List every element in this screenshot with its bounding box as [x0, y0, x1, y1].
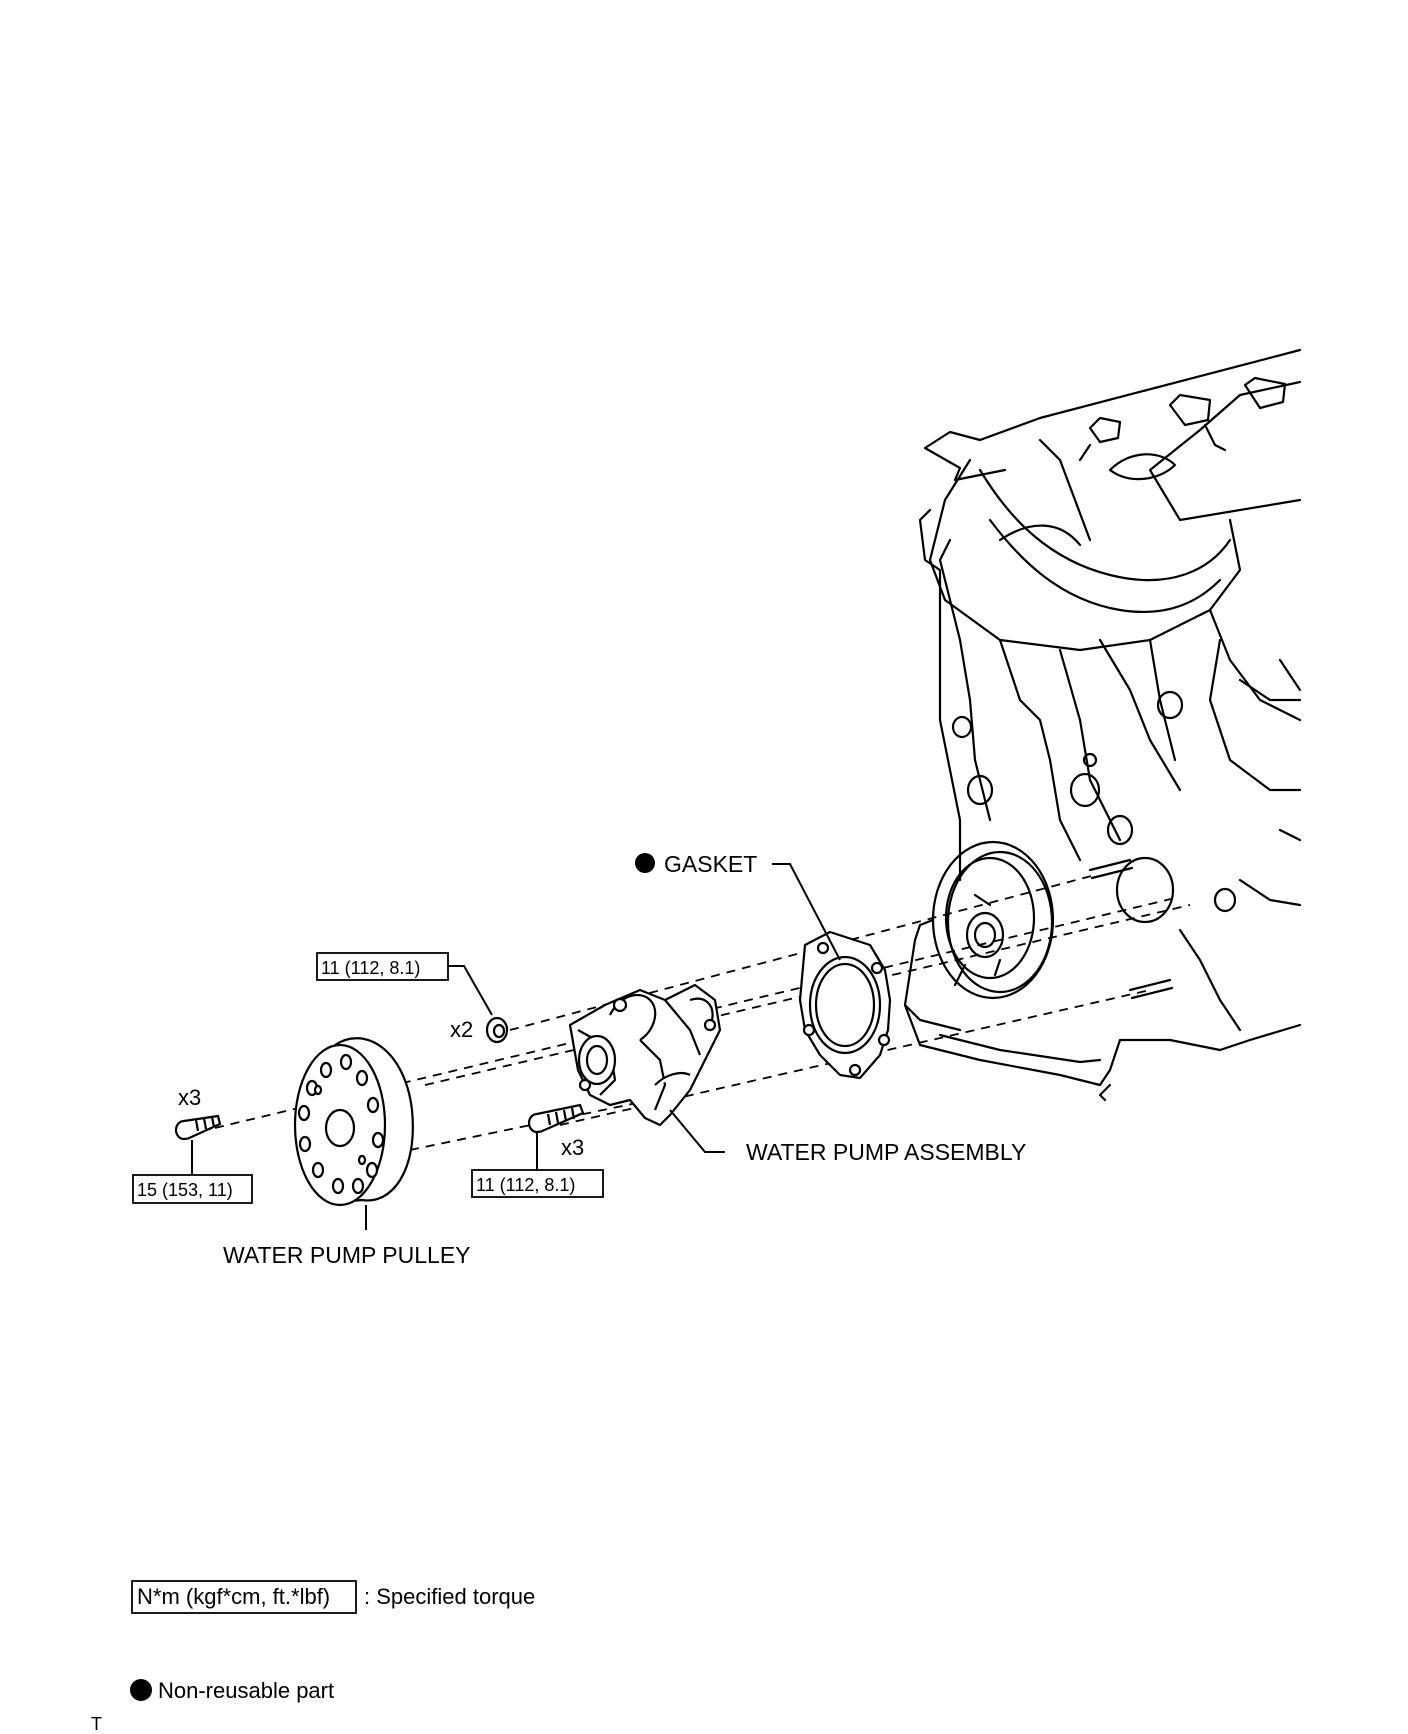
pulley-bolt-torque-value: 15 (153, 11)	[137, 1180, 233, 1200]
gasket-illustration	[798, 930, 892, 1080]
footer-mark: T	[91, 1714, 102, 1734]
leader-lines	[191, 863, 841, 1230]
pump-nut-quantity: x2	[450, 1017, 473, 1042]
pulley-bolt-illustration	[174, 1114, 222, 1141]
pulley-bolt-quantity: x3	[178, 1085, 201, 1110]
pump-bolt-torque-value: 11 (112, 8.1)	[476, 1175, 575, 1195]
pulley-holes	[297, 1053, 385, 1195]
legend-torque-box	[131, 1580, 357, 1614]
legend-torque-unit: N*m (kgf*cm, ft.*lbf)	[137, 1584, 330, 1609]
legend-non-reusable-description: Non-reusable part	[158, 1678, 334, 1703]
gasket-non-reusable-icon	[635, 853, 655, 873]
legend-non-reusable-icon	[130, 1679, 152, 1701]
water-pump-assembly-illustration	[568, 983, 722, 1127]
pump-bolt-torque-box	[471, 1169, 604, 1198]
legend: N*m (kgf*cm, ft.*lbf) : Specified torque…	[130, 1580, 535, 1703]
pump-bolt-illustration	[527, 1103, 585, 1134]
pump-nut-illustration	[485, 1016, 509, 1044]
engine-block-illustration	[903, 348, 1302, 1102]
gasket-label: GASKET	[664, 851, 757, 877]
water-pump-pulley-label: WATER PUMP PULLEY	[223, 1242, 471, 1268]
pump-nut-torque-box	[316, 952, 449, 981]
pump-bolt-quantity: x3	[561, 1135, 584, 1160]
pump-nut-torque-value: 11 (112, 8.1)	[321, 958, 420, 978]
water-pump-pulley-illustration	[293, 1037, 414, 1207]
water-pump-assembly-label: WATER PUMP ASSEMBLY	[746, 1139, 1026, 1165]
legend-torque-description: : Specified torque	[364, 1584, 535, 1609]
pulley-bolt-torque-box	[132, 1174, 253, 1204]
